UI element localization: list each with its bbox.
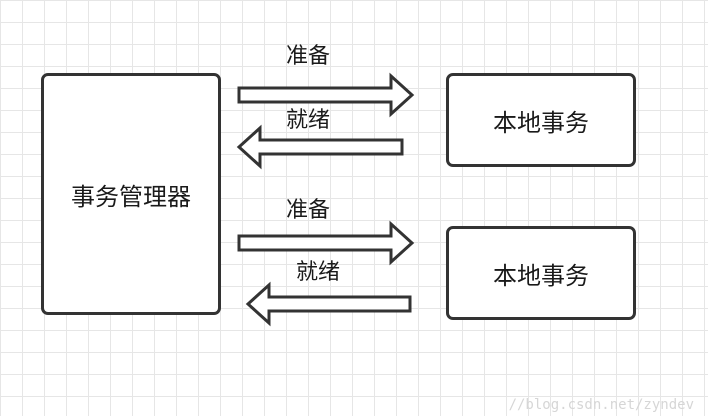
local-transaction-label-2: 本地事务 [493,261,589,290]
local-transaction-node-1: 本地事务 [446,73,636,167]
ready-arrow-2 [245,281,412,327]
transaction-manager-node: 事务管理器 [41,73,221,315]
transaction-manager-label: 事务管理器 [71,182,191,211]
ready-label-1: 就绪 [286,108,331,133]
prepare-label-1: 准备 [286,44,331,69]
local-transaction-node-2: 本地事务 [446,226,636,320]
prepare-arrow-1 [237,72,415,118]
ready-arrow-1 [236,124,404,170]
ready-label-2: 就绪 [296,260,341,285]
prepare-label-2: 准备 [286,198,331,223]
prepare-arrow-2 [237,220,415,266]
local-transaction-label-1: 本地事务 [493,108,589,137]
watermark: //blog.csdn.net/zyndev [508,397,694,413]
